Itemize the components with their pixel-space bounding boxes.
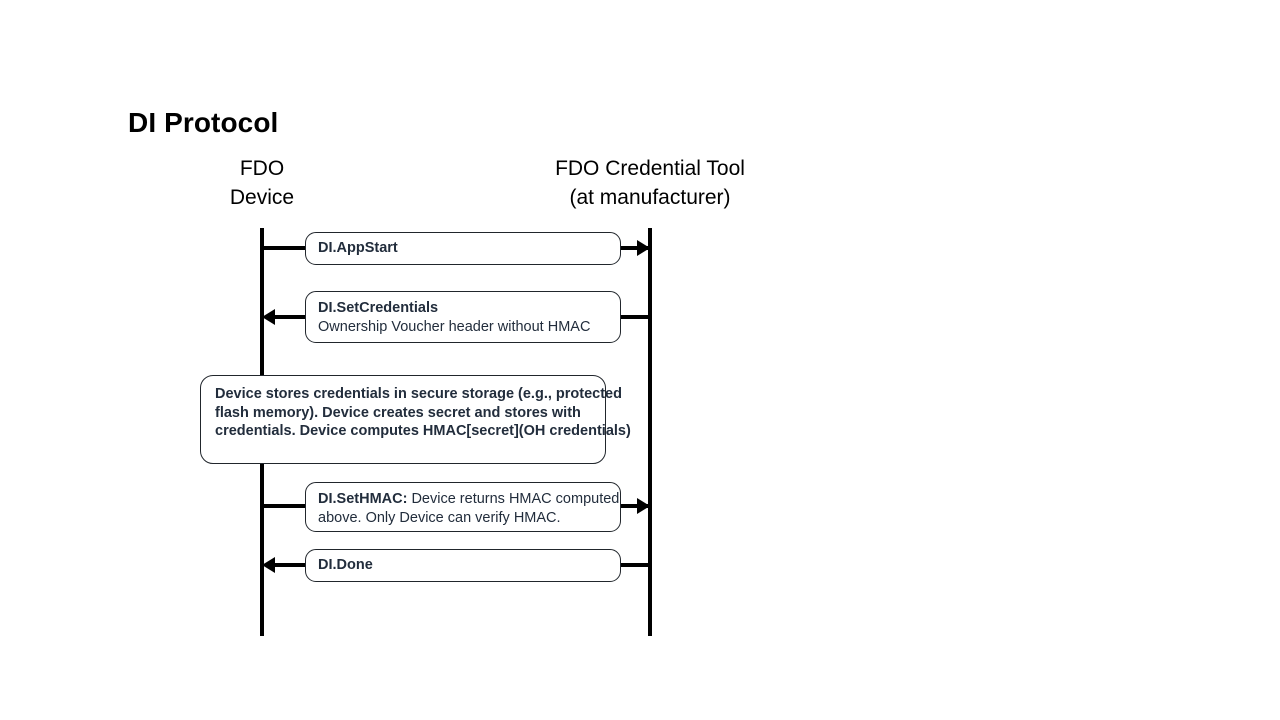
arrow-head-right-di-sethmac [637, 498, 650, 514]
arrow-head-left-di-done [262, 557, 275, 573]
lifeline-header-device: FDO Device [142, 154, 382, 212]
lifeline-header-tool: FDO Credential Tool (at manufacturer) [490, 154, 810, 212]
message-title-di-appstart: DI.AppStart [318, 240, 398, 257]
note-line-2: flash memory). Device creates secret and… [215, 404, 581, 421]
message-title-di-done: DI.Done [318, 557, 373, 574]
message-box-di-done[interactable]: DI.Done [305, 549, 621, 582]
message-body-line2-di-sethmac: above. Only Device can verify HMAC. [318, 509, 561, 526]
note-line-3: credentials. Device computes HMAC[secret… [215, 423, 631, 439]
lifeline-header-device-line1: FDO [239, 157, 285, 180]
message-body-di-setcredentials: Ownership Voucher header without HMAC [318, 318, 591, 335]
lifeline-tool [648, 228, 652, 636]
message-box-di-appstart[interactable]: DI.AppStart [305, 232, 621, 265]
message-line-1-di-sethmac: DI.SetHMAC: Device returns HMAC computed [318, 490, 620, 509]
note-device-stores-credentials: Device stores credentials in secure stor… [200, 375, 631, 464]
lifeline-header-tool-line2: (at manufacturer) [569, 186, 731, 209]
message-box-di-sethmac[interactable]: DI.SetHMAC: Device returns HMAC computed… [305, 482, 621, 532]
message-title-di-setcredentials: DI.SetCredentials [318, 300, 439, 316]
note-line-1: Device stores credentials in secure stor… [215, 386, 622, 402]
message-body-line1-di-sethmac: Device returns HMAC computed [407, 491, 620, 507]
page-title: DI Protocol [128, 107, 279, 138]
message-box-di-setcredentials[interactable]: DI.SetCredentials Ownership Voucher head… [305, 291, 621, 343]
message-title-di-sethmac: DI.SetHMAC: [318, 491, 408, 507]
arrow-head-right-di-appstart [637, 240, 650, 256]
lifeline-header-tool-line1: FDO Credential Tool [555, 157, 745, 180]
lifeline-header-device-line2: Device [229, 186, 295, 209]
arrow-head-left-di-setcredentials [262, 309, 275, 325]
